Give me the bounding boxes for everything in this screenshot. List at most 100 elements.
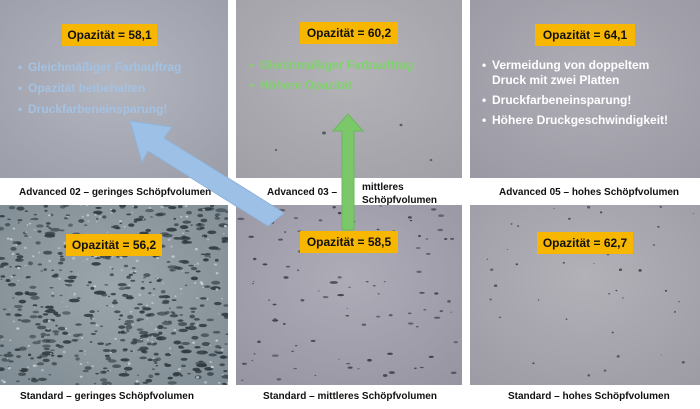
ink-speck xyxy=(140,286,145,290)
ink-speck xyxy=(131,267,136,270)
ink-speck xyxy=(15,380,20,383)
ink-speck xyxy=(146,318,149,320)
ink-speck xyxy=(113,310,121,314)
ink-speck xyxy=(565,318,568,320)
ink-speck xyxy=(162,282,164,284)
ink-speck xyxy=(82,369,89,373)
ink-speck xyxy=(32,304,38,307)
ink-speck xyxy=(173,217,177,220)
ink-speck xyxy=(183,240,188,244)
ink-speck xyxy=(40,306,44,308)
ink-speck xyxy=(162,233,173,238)
ink-speck xyxy=(32,364,36,368)
ink-speck xyxy=(90,296,93,298)
ink-speck xyxy=(51,295,55,297)
ink-speck xyxy=(32,341,41,345)
ink-speck xyxy=(9,265,12,268)
ink-speck xyxy=(136,318,145,321)
ink-speck xyxy=(44,209,48,212)
ink-speck xyxy=(117,283,127,287)
ink-speck xyxy=(120,269,123,271)
ink-speck xyxy=(202,207,213,211)
ink-speck xyxy=(138,293,142,296)
ink-speck xyxy=(123,366,133,371)
ink-speck xyxy=(222,373,224,376)
ink-speck xyxy=(180,357,188,361)
ink-speck xyxy=(11,252,15,255)
ink-speck xyxy=(111,305,114,308)
ink-speck xyxy=(104,354,110,357)
ink-speck xyxy=(63,205,70,207)
ink-speck xyxy=(170,259,172,261)
ink-speck xyxy=(71,338,79,342)
ink-speck xyxy=(284,231,287,233)
benefit-item: Opazität beibehalten xyxy=(18,81,228,95)
ink-speck xyxy=(209,361,212,363)
ink-speck xyxy=(95,221,98,223)
ink-speck xyxy=(428,355,434,359)
ink-speck xyxy=(553,208,555,210)
ink-speck xyxy=(168,347,172,350)
ink-speck xyxy=(133,205,138,209)
ink-speck xyxy=(202,286,204,288)
ink-speck xyxy=(221,374,228,379)
caption-standard-high: Standard – hohes Schöpfvolumen xyxy=(508,391,670,402)
ink-speck xyxy=(120,339,126,342)
ink-speck xyxy=(65,214,71,217)
ink-speck xyxy=(322,295,329,299)
ink-speck xyxy=(318,219,323,222)
ink-speck xyxy=(0,226,5,231)
ink-speck xyxy=(86,284,90,287)
ink-speck xyxy=(104,284,109,286)
ink-speck xyxy=(99,325,104,327)
ink-speck xyxy=(271,354,279,357)
ink-speck xyxy=(35,365,38,367)
ink-speck xyxy=(314,374,317,376)
ink-speck xyxy=(64,327,68,330)
ink-speck xyxy=(638,269,642,272)
ink-speck xyxy=(407,312,412,315)
ink-speck xyxy=(346,307,348,309)
ink-speck xyxy=(692,213,694,214)
opacity-badge: Opazität = 56,2 xyxy=(66,234,162,256)
ink-speck xyxy=(107,359,117,363)
ink-speck xyxy=(93,382,97,385)
ink-speck xyxy=(168,206,177,210)
ink-speck xyxy=(155,357,162,362)
ink-speck xyxy=(94,330,98,333)
ink-speck xyxy=(180,349,188,354)
ink-speck xyxy=(145,209,154,213)
ink-speck xyxy=(16,327,20,330)
ink-speck xyxy=(103,367,108,370)
ink-speck xyxy=(57,261,64,265)
ink-speck xyxy=(69,270,73,273)
ink-speck xyxy=(365,280,369,283)
ink-speck xyxy=(200,333,210,338)
ink-speck xyxy=(215,339,218,342)
ink-speck xyxy=(120,331,128,335)
ink-speck xyxy=(16,255,24,259)
ink-speck xyxy=(131,211,134,214)
ink-speck xyxy=(170,332,177,335)
ink-speck xyxy=(568,217,571,220)
ink-speck xyxy=(200,253,206,256)
ink-speck xyxy=(108,295,111,298)
ink-speck xyxy=(62,350,66,354)
ink-speck xyxy=(75,383,80,385)
ink-speck xyxy=(423,309,427,311)
ink-speck xyxy=(143,276,147,279)
ink-speck xyxy=(409,219,413,222)
ink-speck xyxy=(152,294,155,296)
ink-speck xyxy=(218,215,221,218)
ink-speck xyxy=(37,263,43,266)
ink-speck xyxy=(75,277,78,279)
ink-speck xyxy=(143,273,151,277)
ink-speck xyxy=(206,372,214,376)
ink-speck xyxy=(223,370,228,372)
ink-speck xyxy=(346,363,351,365)
ink-speck xyxy=(294,345,298,347)
ink-speck xyxy=(126,322,132,326)
ink-speck xyxy=(257,340,261,344)
ink-speck xyxy=(110,292,117,296)
panel-advanced-02: Opazität = 58,1 Gleichmäßiger Farbauftra… xyxy=(0,0,228,178)
